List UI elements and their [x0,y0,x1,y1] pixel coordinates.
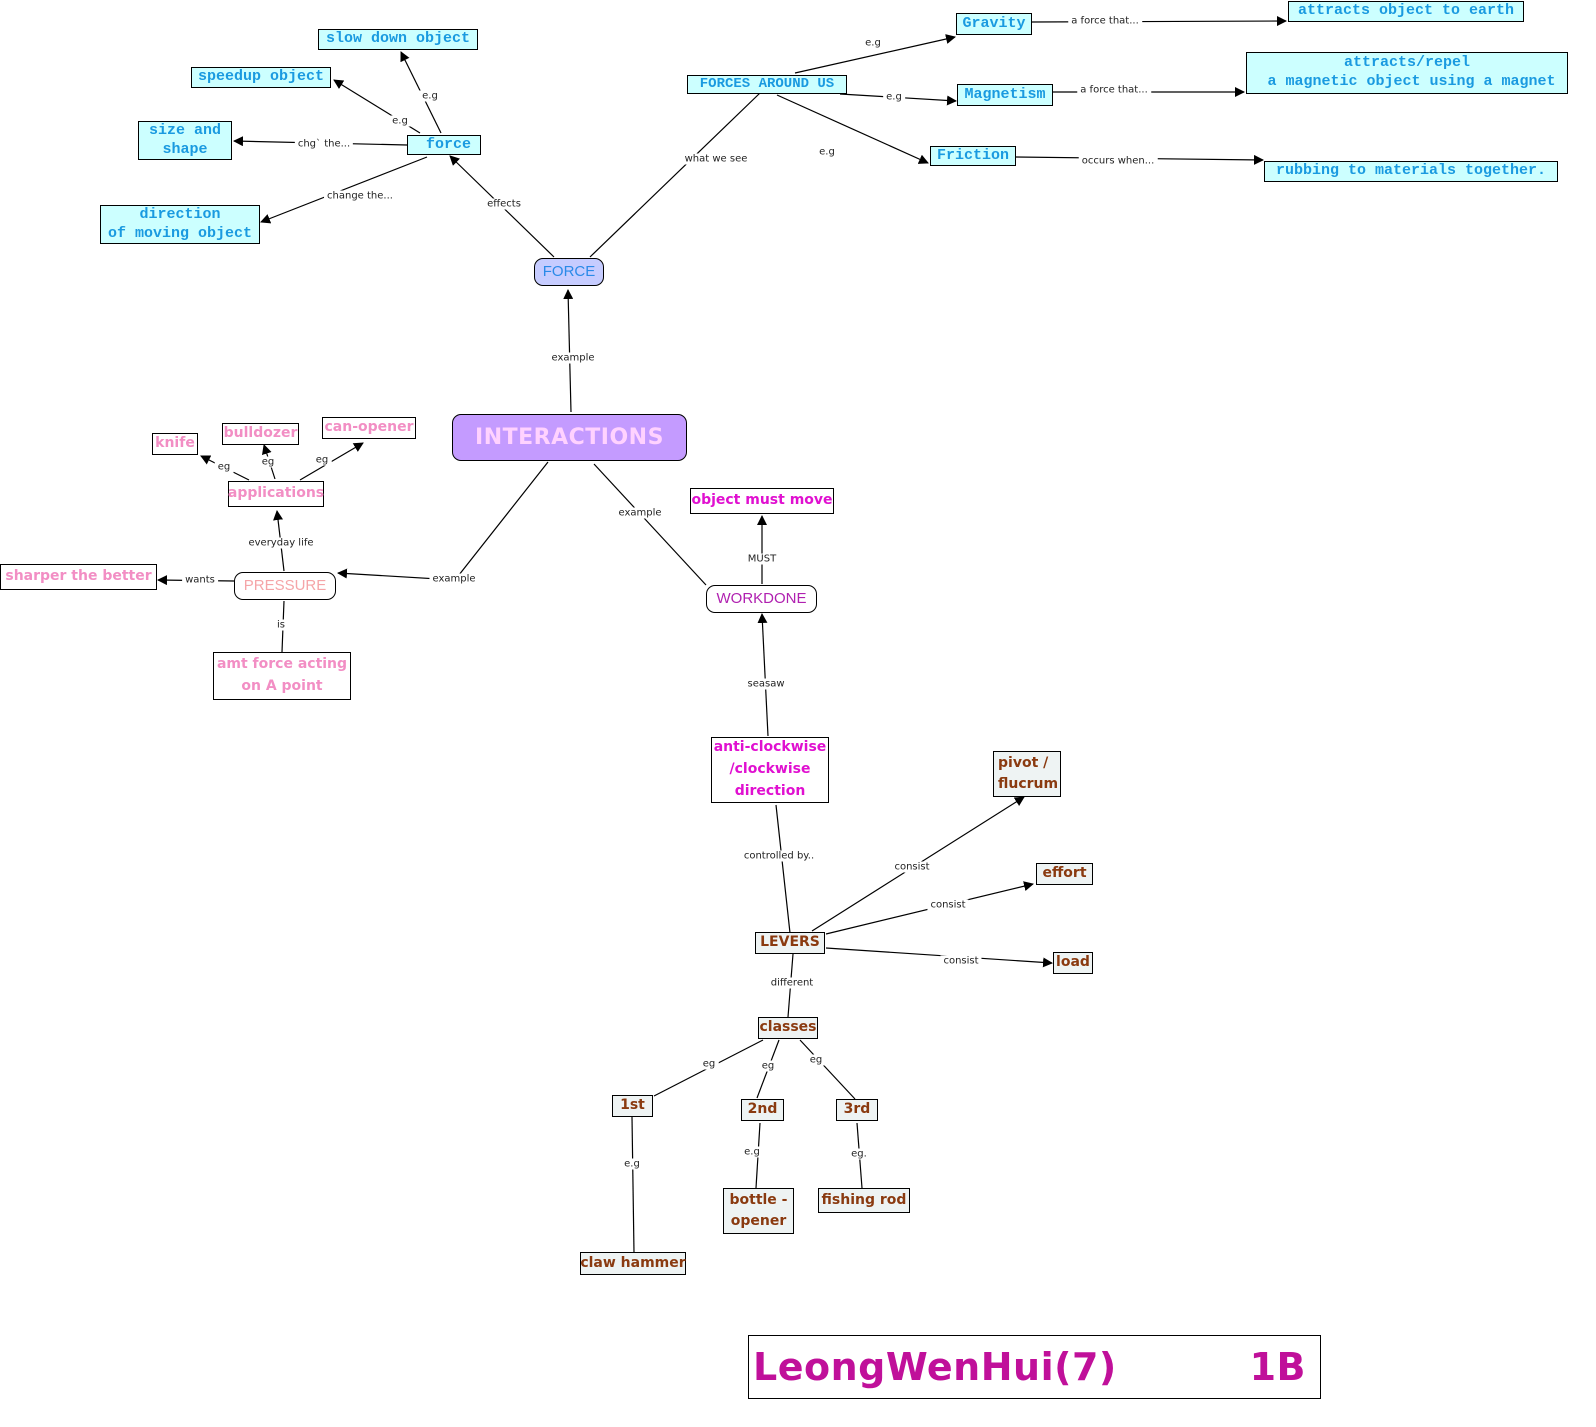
edge-label: e.g [862,37,884,49]
edge-label: example [429,573,479,585]
edge-label: what we see [681,153,751,165]
edge-label: consist [927,899,969,911]
concept-pivot-flucrum[interactable]: pivot / flucrum [993,751,1061,797]
edge-apps-canopener [299,442,364,481]
edge-label: eg [758,1060,778,1072]
author-class: 1B [1249,1345,1306,1389]
concept-sharper-the-better[interactable]: sharper the better [0,564,157,590]
concept-speedup-object[interactable]: speedup object [191,67,331,88]
concept-can-opener[interactable]: can-opener [322,417,416,439]
concept-claw-hammer[interactable]: claw hammer [580,1252,686,1275]
concept-attracts-repel[interactable]: attracts/repel a magnetic object using a… [1246,52,1568,94]
edge-label: change the... [324,190,396,202]
concept-effort[interactable]: effort [1036,863,1093,885]
concept-friction[interactable]: Friction [930,146,1016,166]
concept-force-sub[interactable]: force [407,135,481,155]
concept-knife[interactable]: knife [152,433,198,455]
edge-first-claw [631,1116,635,1254]
concept-second-class[interactable]: 2nd [741,1099,784,1121]
edge-label: chg` the... [294,138,354,150]
concept-gravity[interactable]: Gravity [956,13,1032,35]
concept-first-class[interactable]: 1st [612,1095,653,1117]
edge-label: consist [891,861,933,873]
edge-label: a force that... [1077,84,1151,96]
concept-bulldozer[interactable]: bulldozer [222,423,299,445]
concept-forces-around-us[interactable]: FORCES AROUND US [687,75,847,94]
edge-label: eg [806,1054,826,1066]
edge-interactions-pressure [337,461,549,581]
concept-fishing-rod[interactable]: fishing rod [818,1188,910,1213]
concept-magnetism[interactable]: Magnetism [957,84,1053,106]
concept-attracts-object-to-earth[interactable]: attracts object to earth [1288,1,1524,22]
concept-levers[interactable]: LEVERS [755,932,825,954]
edge-label: consist [940,955,982,967]
edge-interactions-force [563,289,574,413]
concept-third-class[interactable]: 3rd [836,1099,878,1121]
concept-object-must-move[interactable]: object must move [690,488,834,514]
concept-workdone[interactable]: WORKDONE [706,585,817,613]
edge-label: eg [258,456,278,468]
edge-label: MUST [744,553,780,565]
concept-force[interactable]: FORCE [534,258,604,286]
edge-label: is [274,619,288,631]
edge-label: eg [214,461,234,473]
concept-amt-force-acting[interactable]: amt force acting on A point [213,652,351,700]
edge-label: eg [312,454,332,466]
edge-label: wants [182,574,218,586]
edge-force-forcesaround [589,92,761,258]
edge-label: e.g [389,115,411,127]
concept-load[interactable]: load [1053,952,1093,974]
edge-around-gravity [794,34,956,74]
concept-bottle-opener[interactable]: bottle - opener [723,1188,794,1234]
edge-label: e.g [816,146,838,158]
edge-label: e.g [621,1158,643,1170]
author-signature-box: LeongWenHui(7) 1B [748,1335,1321,1399]
concept-classes[interactable]: classes [758,1017,818,1039]
edge-levers-load [825,947,1053,968]
concept-direction[interactable]: direction of moving object [100,205,260,244]
edge-label: eg. [848,1148,870,1160]
edge-label: example [548,352,598,364]
concept-interactions[interactable]: INTERACTIONS [452,414,687,461]
concept-pressure[interactable]: PRESSURE [234,572,336,600]
edge-label: e.g [741,1146,763,1158]
edge-interactions-workdone [593,463,707,586]
edge-label: seasaw [744,678,788,690]
concept-anti-clockwise[interactable]: anti-clockwise /clockwise direction [711,737,829,803]
edge-around-friction [776,94,929,164]
edge-label: eg [699,1058,719,1070]
edge-anti-levers [775,804,791,934]
edge-label: effects [484,198,524,210]
edge-label: e.g [883,91,905,103]
concept-size-and-shape[interactable]: size and shape [138,121,232,160]
edge-label: everyday life [245,537,317,549]
edge-label: example [615,507,665,519]
edge-forcesub-direction [260,156,428,224]
edge-label: e.g [419,90,441,102]
author-name: LeongWenHui(7) [753,1345,1117,1389]
edge-anti-workdone [757,613,769,737]
edge-label: different [767,977,817,989]
edge-label: controlled by.. [740,850,818,862]
edge-label: occurs when... [1078,155,1158,167]
concept-applications[interactable]: applications [228,481,324,507]
edge-classes-third [799,1039,856,1100]
edge-label: a force that... [1068,15,1142,27]
concept-rubbing[interactable]: rubbing to materials together. [1264,161,1558,182]
concept-slow-down-object[interactable]: slow down object [318,29,478,50]
